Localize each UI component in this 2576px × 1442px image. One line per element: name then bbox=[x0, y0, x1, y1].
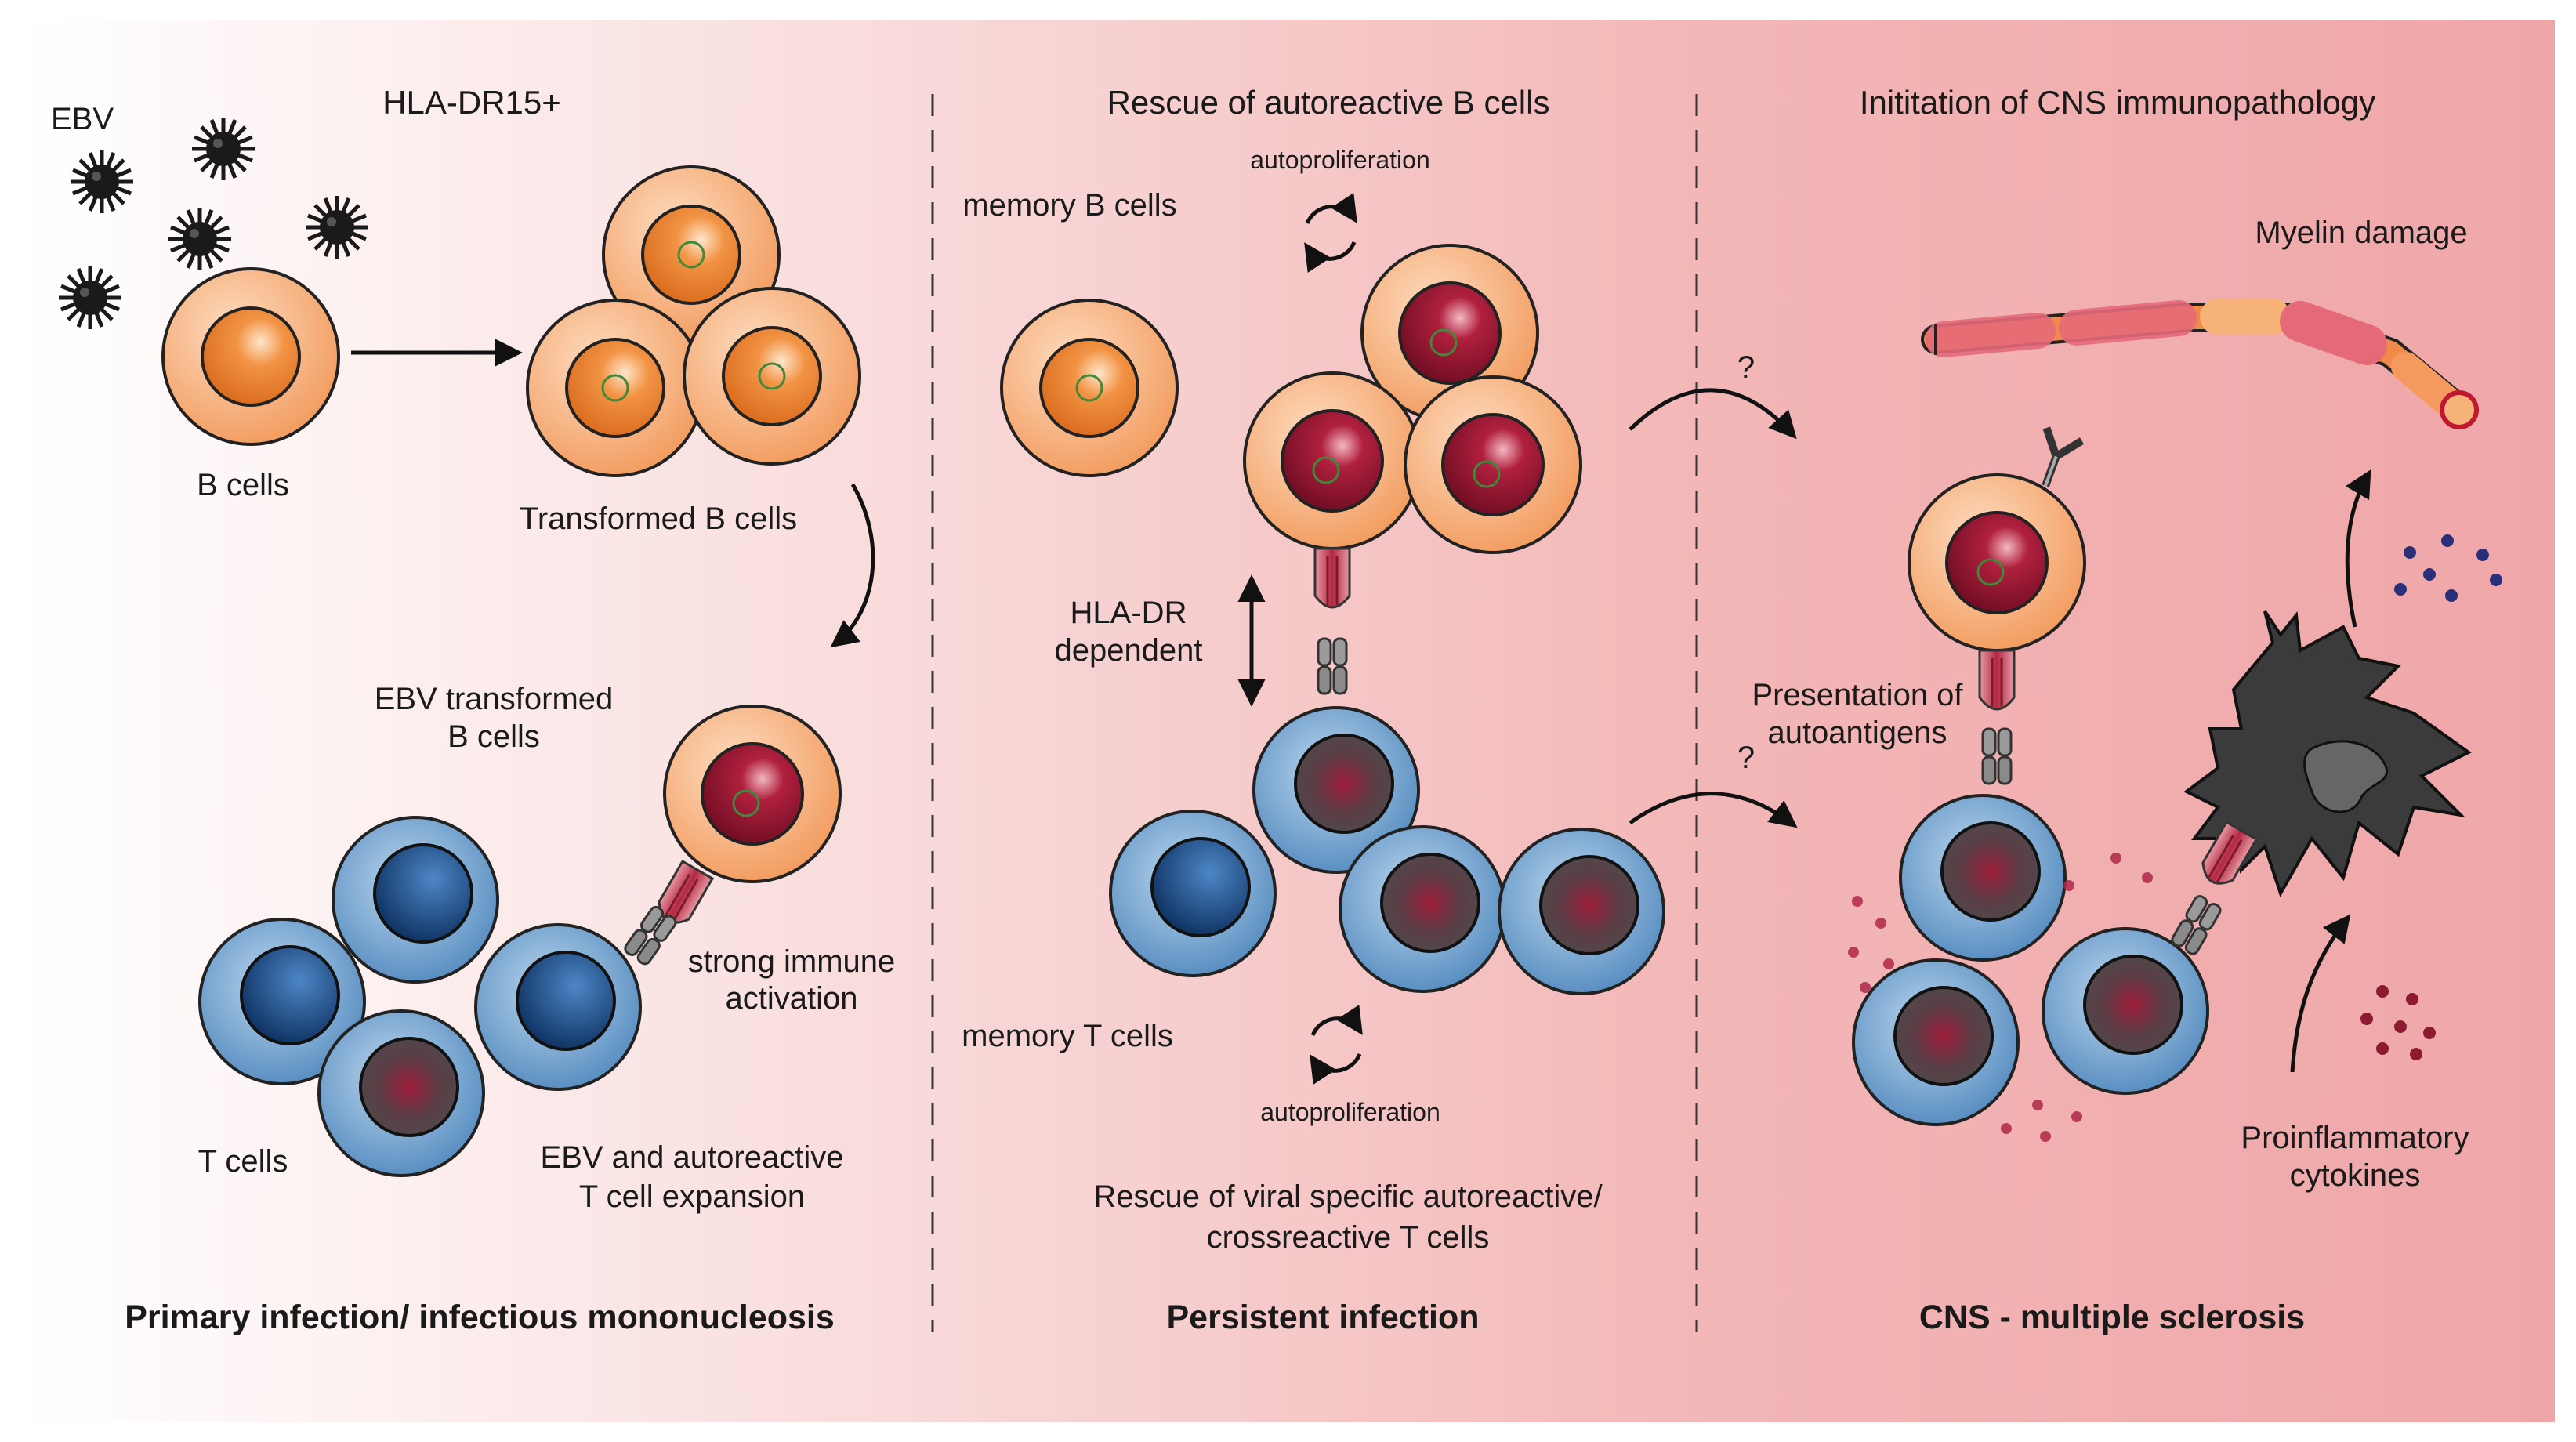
memory-t-cell bbox=[1498, 828, 1665, 995]
ebv-transformed-b-cell bbox=[663, 705, 842, 883]
label-ebv-transformed: EBV transformed bbox=[375, 682, 614, 716]
label-ebv-transformed-2: B cells bbox=[447, 719, 540, 754]
cytokine-dots-pink bbox=[1848, 853, 2153, 1142]
question-mark-top: ? bbox=[1737, 350, 1755, 385]
label-memory-t-cells: memory T cells bbox=[962, 1019, 1173, 1053]
t-cell bbox=[332, 816, 499, 984]
label-proinflammatory: Proinflammatory bbox=[2241, 1121, 2469, 1155]
label-hla-dr: HLA-DR bbox=[1071, 596, 1187, 630]
label-transformed-b-cells: Transformed B cells bbox=[520, 502, 797, 536]
label-rescue-viral: Rescue of viral specific autoreactive/ bbox=[1093, 1179, 1603, 1214]
panel-1-footer: Primary infection/ infectious mononucleo… bbox=[125, 1299, 835, 1336]
virus-icon bbox=[59, 266, 121, 329]
memory-b-cell bbox=[1000, 299, 1179, 477]
label-autoproliferation-top: autoproliferation bbox=[1250, 146, 1429, 174]
autoreactive-b-cell bbox=[1243, 371, 1422, 550]
cytokine-dots-blue bbox=[2394, 534, 2502, 602]
label-autoproliferation-bottom: autoproliferation bbox=[1260, 1098, 1440, 1126]
b-cell-receptor bbox=[1978, 649, 2016, 711]
label-expansion-2: T cell expansion bbox=[579, 1179, 805, 1214]
arrow-curve-down bbox=[830, 483, 875, 648]
label-t-cells: T cells bbox=[198, 1144, 288, 1179]
label-b-cells: B cells bbox=[197, 468, 289, 502]
label-proinflammatory-2: cytokines bbox=[2290, 1158, 2421, 1193]
t-cell bbox=[317, 1009, 485, 1177]
autoreactive-t-cell bbox=[2042, 927, 2209, 1095]
panel-2-footer: Persistent infection bbox=[1166, 1299, 1479, 1336]
memory-t-cell bbox=[1339, 825, 1506, 993]
t-cell bbox=[474, 923, 642, 1091]
panel-3-footer: CNS - multiple sclerosis bbox=[1919, 1299, 2305, 1336]
label-strong-activation-2: activation bbox=[726, 981, 858, 1016]
virus-icon bbox=[192, 118, 255, 180]
autoreactive-t-cell bbox=[1852, 958, 2020, 1126]
label-hla-dr-2: dependent bbox=[1054, 633, 1202, 668]
b-cell bbox=[161, 267, 340, 446]
panel-persistent-infection: Rescue of autoreactive B cells autoproli… bbox=[962, 84, 1798, 1336]
label-memory-b-cells: memory B cells bbox=[962, 188, 1176, 223]
panel-2-title: Rescue of autoreactive B cells bbox=[1107, 84, 1550, 121]
antibody-icon bbox=[2042, 426, 2085, 487]
label-presentation: Presentation of bbox=[1752, 678, 1963, 712]
panel-1-title: HLA-DR15+ bbox=[382, 84, 561, 121]
label-strong-activation: strong immune bbox=[688, 944, 896, 979]
transformed-b-cell bbox=[526, 299, 705, 477]
arrow-to-cns-bottom bbox=[1629, 792, 1798, 828]
virus-icon bbox=[168, 208, 231, 270]
b-cell-receptor bbox=[1313, 547, 1351, 609]
label-rescue-viral-2: crossreactive T cells bbox=[1207, 1220, 1490, 1255]
label-ebv: EBV bbox=[51, 102, 114, 136]
transformed-b-cell bbox=[683, 287, 861, 466]
arrow-to-cns-top bbox=[1629, 388, 1797, 440]
label-myelin-damage: Myelin damage bbox=[2255, 216, 2467, 250]
panel-primary-infection: HLA-DR15+ EBV B cells Transformed B cell… bbox=[51, 84, 895, 1336]
label-expansion: EBV and autoreactive bbox=[541, 1140, 844, 1175]
cytokine-dots-red bbox=[2360, 985, 2436, 1060]
panel-3-title: Inititation of CNS immunopathology bbox=[1860, 84, 2375, 121]
label-presentation-2: autoantigens bbox=[1767, 716, 1947, 750]
virus-icon bbox=[71, 150, 133, 213]
arrow-cytokines-up bbox=[2290, 914, 2351, 1073]
microglia-icon bbox=[2183, 610, 2472, 897]
myelin-axon-icon bbox=[1921, 299, 2479, 429]
memory-t-cell bbox=[1109, 810, 1277, 977]
virus-icon bbox=[306, 196, 368, 259]
question-mark-bottom: ? bbox=[1737, 741, 1755, 775]
autoreactive-t-cell bbox=[1899, 794, 2067, 962]
autoreactive-b-cell bbox=[1404, 375, 1582, 554]
arrow-to-myelin bbox=[2345, 469, 2371, 628]
panel-cns: Inititation of CNS immunopathology Myeli… bbox=[1737, 84, 2502, 1336]
presenting-b-cell bbox=[1908, 473, 2086, 652]
